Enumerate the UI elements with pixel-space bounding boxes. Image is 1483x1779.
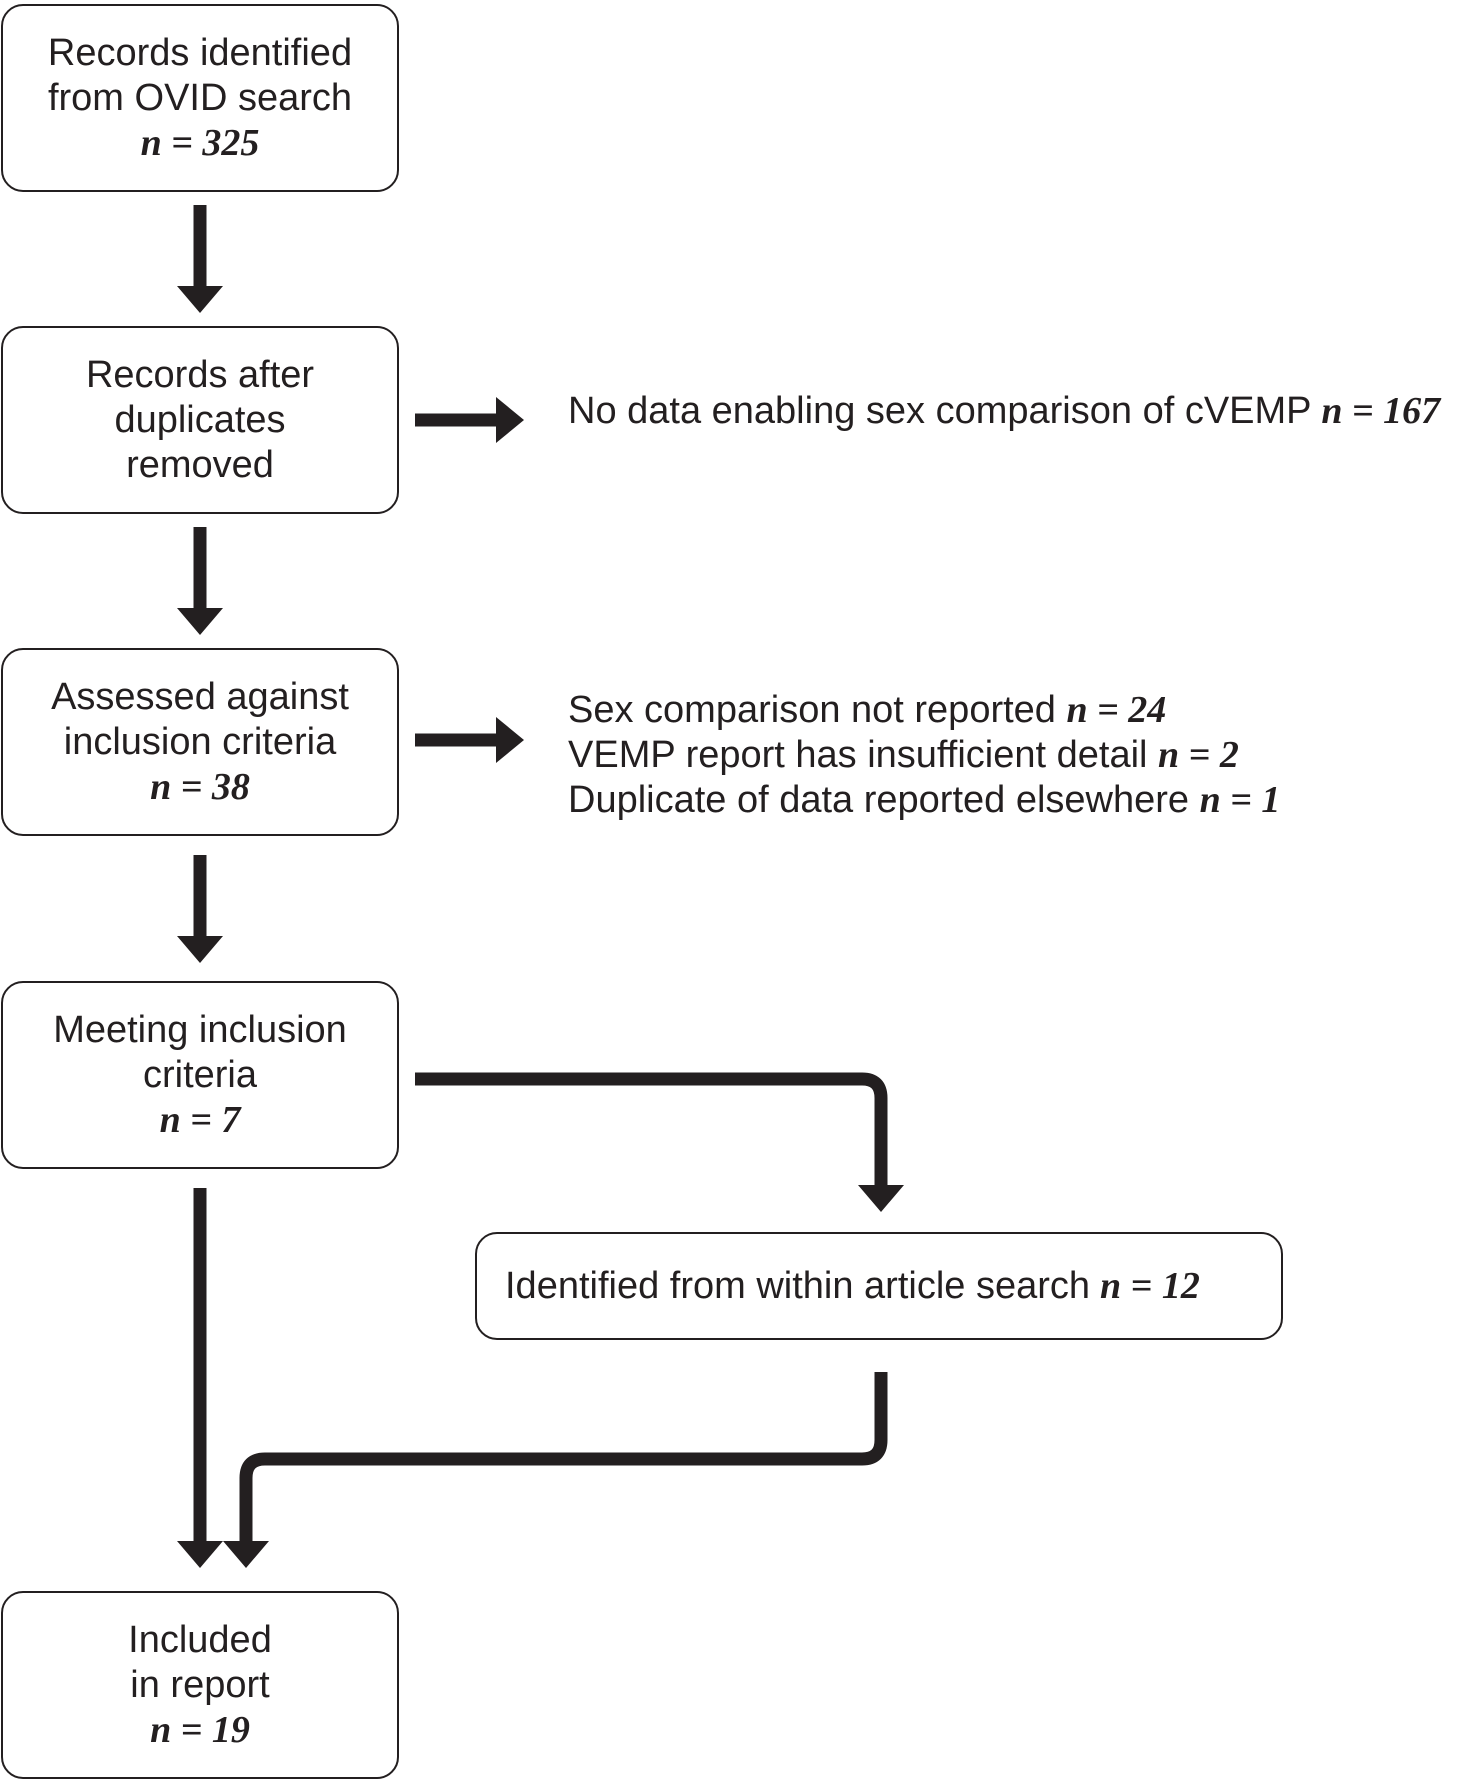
arrow-assessed-to-exclusion-head: [496, 717, 524, 763]
exclusion-item-text: Sex comparison not reported: [568, 689, 1056, 731]
arrow-identified-to-dedup-head: [177, 286, 223, 313]
box-assessed: Assessed against inclusion criteria n = …: [1, 648, 399, 836]
arrow-meeting-to-within-shaft: [415, 1072, 888, 1187]
exclusion-item: VEMP report has insufficient detail n = …: [568, 733, 1280, 778]
box-within-article: Identified from within article search n …: [475, 1232, 1283, 1340]
box-records-identified: Records identified from OVID search n = …: [1, 4, 399, 192]
box-within-text: Identified from within article search: [505, 1264, 1091, 1307]
exclusion-item-text: Duplicate of data reported elsewhere: [568, 779, 1190, 821]
arrow-meeting-to-within-head: [858, 1185, 904, 1212]
exclusion-item-count: n = 1: [1199, 779, 1281, 821]
box-identified-line-2: from OVID search: [47, 76, 353, 119]
box-included: Included in report n = 19: [1, 1591, 399, 1779]
box-included-line-1: Included: [128, 1618, 272, 1661]
exclusion-item-count: n = 24: [1066, 689, 1167, 731]
exclusion-item: Duplicate of data reported elsewhere n =…: [568, 778, 1280, 823]
exclusions-after-assessment: Sex comparison not reported n = 24 VEMP …: [568, 688, 1280, 823]
box-dedup-line-3: removed: [126, 443, 274, 486]
box-within-count: n = 12: [1100, 1264, 1200, 1307]
exclusion-item-count: n = 2: [1158, 734, 1239, 776]
box-identified-line-1: Records identified: [47, 31, 353, 74]
exclusion-item-text: VEMP report has insufficient detail: [568, 734, 1148, 776]
box-included-count: n = 19: [150, 1708, 250, 1751]
exclusion-after-duplicates: No data enabling sex comparison of cVEMP…: [568, 389, 1440, 434]
box-assessed-line-1: Assessed against: [51, 675, 349, 718]
box-assessed-line-2: inclusion criteria: [63, 720, 337, 763]
box-identified-count: n = 325: [140, 121, 260, 164]
box-assessed-count: n = 38: [150, 765, 250, 808]
box-dedup-line-1: Records after: [85, 353, 315, 396]
box-meeting-line-1: Meeting inclusion: [53, 1008, 347, 1051]
arrow-within-to-included-shaft: [239, 1372, 888, 1545]
box-meeting-count: n = 7: [159, 1098, 241, 1141]
box-after-duplicates: Records after duplicates removed: [1, 326, 399, 514]
box-meeting-criteria: Meeting inclusion criteria n = 7: [1, 981, 399, 1169]
box-included-line-2: in report: [130, 1663, 270, 1706]
arrow-meeting-to-included-head: [177, 1541, 223, 1568]
box-meeting-line-2: criteria: [142, 1053, 258, 1096]
arrow-within-to-included-head: [223, 1541, 269, 1568]
exclusion-dedup-text: No data enabling sex comparison of cVEMP: [568, 390, 1311, 432]
arrow-dedup-to-assessed-head: [177, 608, 223, 635]
arrow-assessed-to-meeting-head: [177, 936, 223, 963]
arrow-dedup-to-exclusion-head: [496, 397, 524, 443]
exclusion-item: Sex comparison not reported n = 24: [568, 688, 1280, 733]
exclusion-dedup-count: n = 167: [1321, 390, 1441, 432]
box-dedup-line-2: duplicates: [114, 398, 286, 441]
